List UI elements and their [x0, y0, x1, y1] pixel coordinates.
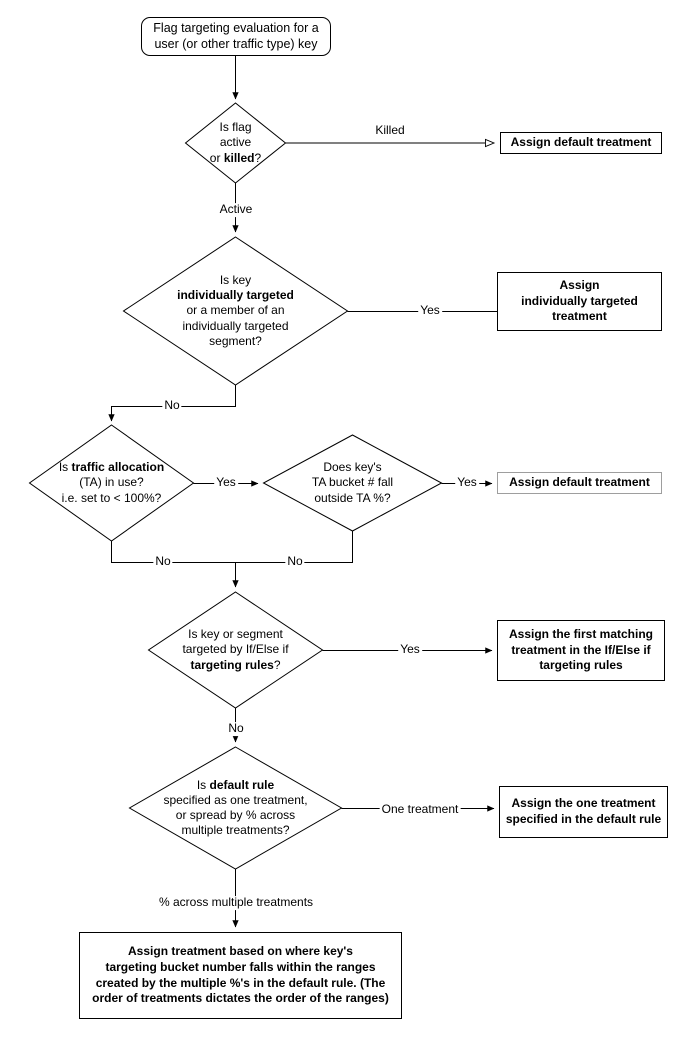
diamond-default-rule-shape: [128, 746, 343, 870]
diamond-ta-bucket-shape: [262, 434, 443, 532]
edge-no-bucket: [235, 531, 353, 563]
edge-label-no-individual: No: [162, 398, 182, 413]
start-node: Flag targeting evaluation for a user (or…: [141, 17, 331, 56]
box-assign-first-matching-treatment: Assign the first matching treatment in t…: [497, 620, 665, 681]
edge-label-no-bucket: No: [285, 554, 305, 569]
box-assign-default-treatment-killed: Assign default treatment: [500, 132, 662, 154]
edge-label-yes-ta: Yes: [214, 475, 238, 490]
decision-ta-bucket: Does key's TA bucket # fall outside TA %…: [311, 460, 394, 505]
edge-label-yes-rules: Yes: [398, 642, 422, 657]
decision-traffic-allocation: Is traffic allocation(TA) in use?i.e. se…: [58, 460, 165, 505]
box-assign-default-treatment-ta: Assign default treatment: [497, 472, 662, 494]
edge-label-no-rules: No: [226, 721, 246, 736]
box-assign-individually-targeted-treatment: Assign individually targeted treatment: [497, 272, 662, 331]
edge-label-active: Active: [217, 202, 255, 217]
edge-label-pct-multiple: % across multiple treatments: [156, 895, 316, 910]
edge-no-ta: [111, 541, 239, 588]
diamond-traffic-allocation-shape: [28, 424, 195, 542]
edge-label-yes-bucket: Yes: [455, 475, 479, 490]
edge-label-one-treatment: One treatment: [379, 802, 461, 817]
diamond-targeting-rules-shape: [147, 591, 324, 709]
diamond-flag-status-shape: [184, 102, 287, 184]
edge-label-no-ta: No: [153, 554, 173, 569]
diamond-individual-targeting-shape: [122, 236, 349, 386]
edge-label-killed: Killed: [373, 123, 407, 138]
edge-label-yes-individual: Yes: [418, 303, 442, 318]
box-assign-one-treatment: Assign the one treatment specified in th…: [499, 786, 668, 838]
box-assign-treatment-by-ranges: Assign treatment based on where key's ta…: [79, 932, 402, 1019]
